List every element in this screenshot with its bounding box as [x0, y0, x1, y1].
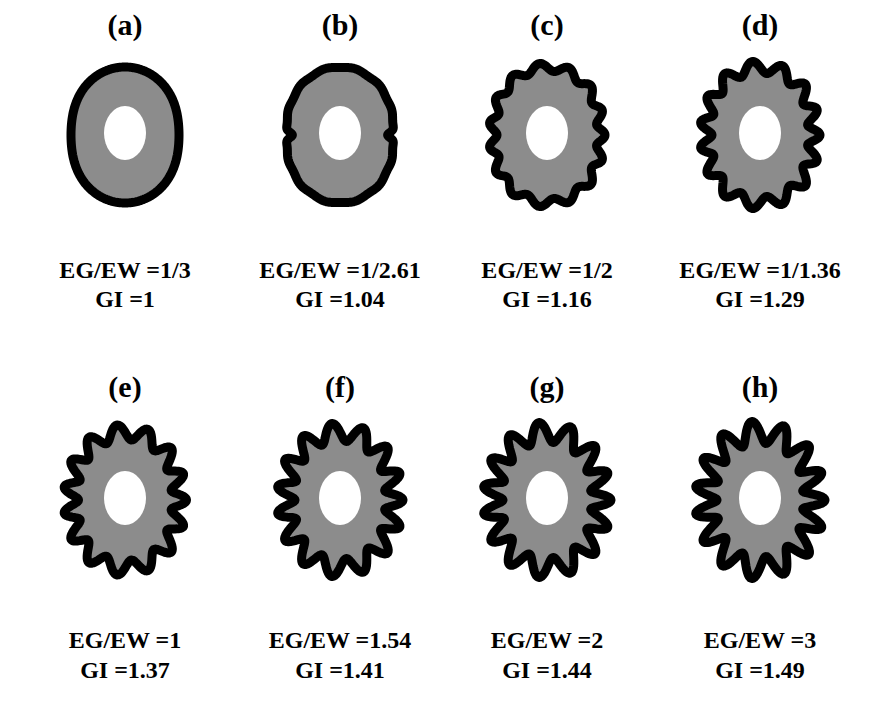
modulus-ratio: EG/EW =1/2.61	[259, 258, 420, 282]
gyrification-index: GI =1	[95, 287, 155, 311]
gyrification-index: GI =1.29	[715, 287, 805, 311]
modulus-ratio: EG/EW =1/3	[59, 258, 190, 282]
modulus-ratio: EG/EW =2	[491, 628, 604, 652]
panel-letter: (h)	[742, 372, 779, 402]
modulus-ratio: EG/EW =1.54	[269, 628, 412, 652]
core-hole	[739, 471, 781, 525]
core-hole	[739, 106, 781, 160]
core-hole	[104, 106, 146, 160]
core-hole	[104, 471, 146, 525]
cortex-shape	[484, 423, 611, 578]
panel-letter: (a)	[108, 10, 143, 40]
gyrification-index: GI =1.41	[295, 658, 385, 682]
modulus-ratio: EG/EW =1/1.36	[679, 258, 840, 282]
gyrification-index: GI =1.04	[295, 287, 385, 311]
cortex-shape	[278, 424, 403, 577]
cortex-shape	[490, 64, 605, 207]
modulus-ratio: EG/EW =1/2	[481, 258, 612, 282]
core-hole	[526, 471, 568, 525]
panel-letter: (e)	[108, 372, 141, 402]
gyrification-index: GI =1.44	[502, 658, 592, 682]
cortex-shape	[701, 62, 820, 209]
cortex-shape	[64, 425, 186, 575]
cortex-shape	[696, 422, 825, 579]
panel-letter: (g)	[530, 372, 565, 402]
modulus-ratio: EG/EW =1	[69, 628, 182, 652]
core-hole	[526, 106, 568, 160]
panel-letter: (d)	[742, 10, 779, 40]
panel-letter: (f)	[325, 372, 355, 402]
core-hole	[319, 106, 361, 160]
cortex-shape	[287, 68, 394, 203]
panel-letter: (c)	[530, 10, 563, 40]
gyrification-index: GI =1.16	[502, 287, 592, 311]
cortex-shape	[71, 67, 179, 203]
gyrification-index: GI =1.37	[80, 658, 170, 682]
core-hole	[319, 471, 361, 525]
panel-letter: (b)	[322, 10, 359, 40]
gyrification-index: GI =1.49	[715, 658, 805, 682]
modulus-ratio: EG/EW =3	[704, 628, 817, 652]
